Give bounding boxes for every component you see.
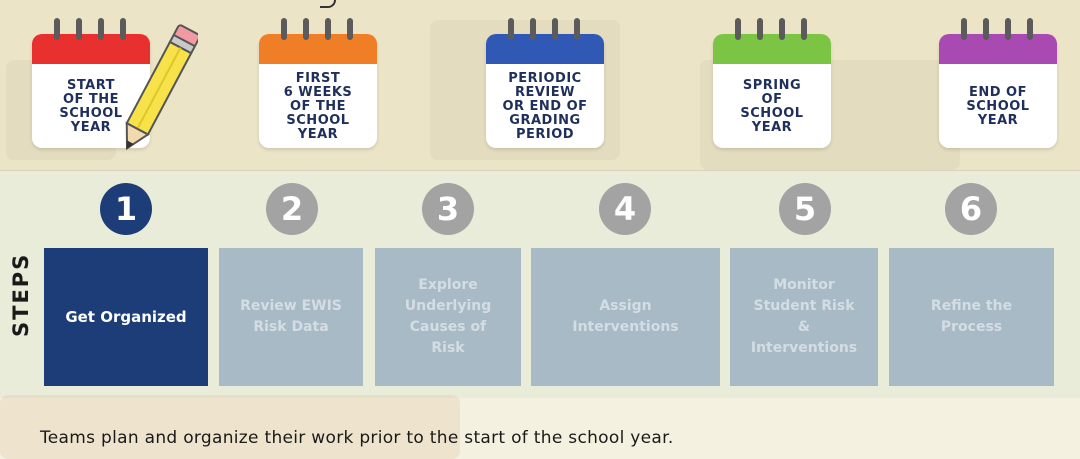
step-number-1: 1 (100, 183, 152, 235)
calendar-ring-icon (508, 18, 514, 40)
calendar-ring-icon (735, 18, 741, 40)
calendar-page: FIRST 6 WEEKS OF THE SCHOOL YEAR (259, 34, 377, 148)
step-number-6: 6 (945, 183, 997, 235)
step-number-4: 4 (599, 183, 651, 235)
calendar-header (32, 34, 150, 64)
pencil-icon (125, 24, 198, 151)
calendar-label: SPRING OF SCHOOL YEAR (740, 78, 804, 135)
calendar-ring-icon (120, 18, 126, 40)
calendar-page: PERIODIC REVIEW OR END OF GRADING PERIOD (486, 34, 604, 148)
calendar-ring-icon (983, 18, 989, 40)
steps-label: STEPS (9, 252, 33, 337)
calendar-ring-icon (76, 18, 82, 40)
calendar-label: FIRST 6 WEEKS OF THE SCHOOL YEAR (283, 71, 353, 142)
calendar-ring-icon (325, 18, 331, 40)
calendar-label: PERIODIC REVIEW OR END OF GRADING PERIOD (502, 71, 588, 142)
calendar-ring-icon (961, 18, 967, 40)
calendar-header (486, 34, 604, 64)
calendar-header (259, 34, 377, 64)
step-number-2: 2 (266, 183, 318, 235)
calendar-header (939, 34, 1057, 64)
calendar-page: SPRING OF SCHOOL YEAR (713, 34, 831, 148)
step-tile-assign-interventions[interactable]: Assign Interventions (531, 248, 720, 386)
calendar-ring-icon (779, 18, 785, 40)
step-description: Teams plan and organize their work prior… (40, 428, 674, 448)
step-tile-get-organized[interactable]: Get Organized (44, 248, 208, 386)
calendar-ring-icon (552, 18, 558, 40)
calendar-spring-of-school-year: SPRING OF SCHOOL YEAR (713, 18, 831, 148)
calendar-first-6-weeks: FIRST 6 WEEKS OF THE SCHOOL YEAR (259, 18, 377, 148)
calendar-periodic-review: PERIODIC REVIEW OR END OF GRADING PERIOD (486, 18, 604, 148)
step-tile-explore-underlying-causes[interactable]: Explore Underlying Causes of Risk (375, 248, 521, 386)
calendar-ring-icon (1027, 18, 1033, 40)
calendar-label: START OF THE SCHOOL YEAR (59, 78, 123, 135)
step-tile-monitor-student-risk[interactable]: Monitor Student Risk & Interventions (730, 248, 878, 386)
background-blob (0, 395, 460, 459)
caption-background (0, 398, 1080, 459)
calendar-ring-icon (574, 18, 580, 40)
calendar-ring-icon (281, 18, 287, 40)
calendar-ring-icon (1005, 18, 1011, 40)
calendar-ring-icon (757, 18, 763, 40)
calendar-ring-icon (530, 18, 536, 40)
calendar-header (713, 34, 831, 64)
step-number-5: 5 (779, 183, 831, 235)
step-tile-refine-the-process[interactable]: Refine the Process (889, 248, 1054, 386)
calendar-ring-icon (54, 18, 60, 40)
calendar-ring-icon (801, 18, 807, 40)
calendar-ring-icon (98, 18, 104, 40)
calendar-page: END OF SCHOOL YEAR (939, 34, 1057, 148)
calendar-ring-icon (347, 18, 353, 40)
divider (0, 170, 1080, 171)
step-tile-review-ewis-risk-data[interactable]: Review EWIS Risk Data (219, 248, 363, 386)
step-number-3: 3 (422, 183, 474, 235)
calendar-label: END OF SCHOOL YEAR (966, 85, 1030, 128)
calendar-end-of-school-year: END OF SCHOOL YEAR (939, 18, 1057, 148)
calendar-ring-icon (303, 18, 309, 40)
